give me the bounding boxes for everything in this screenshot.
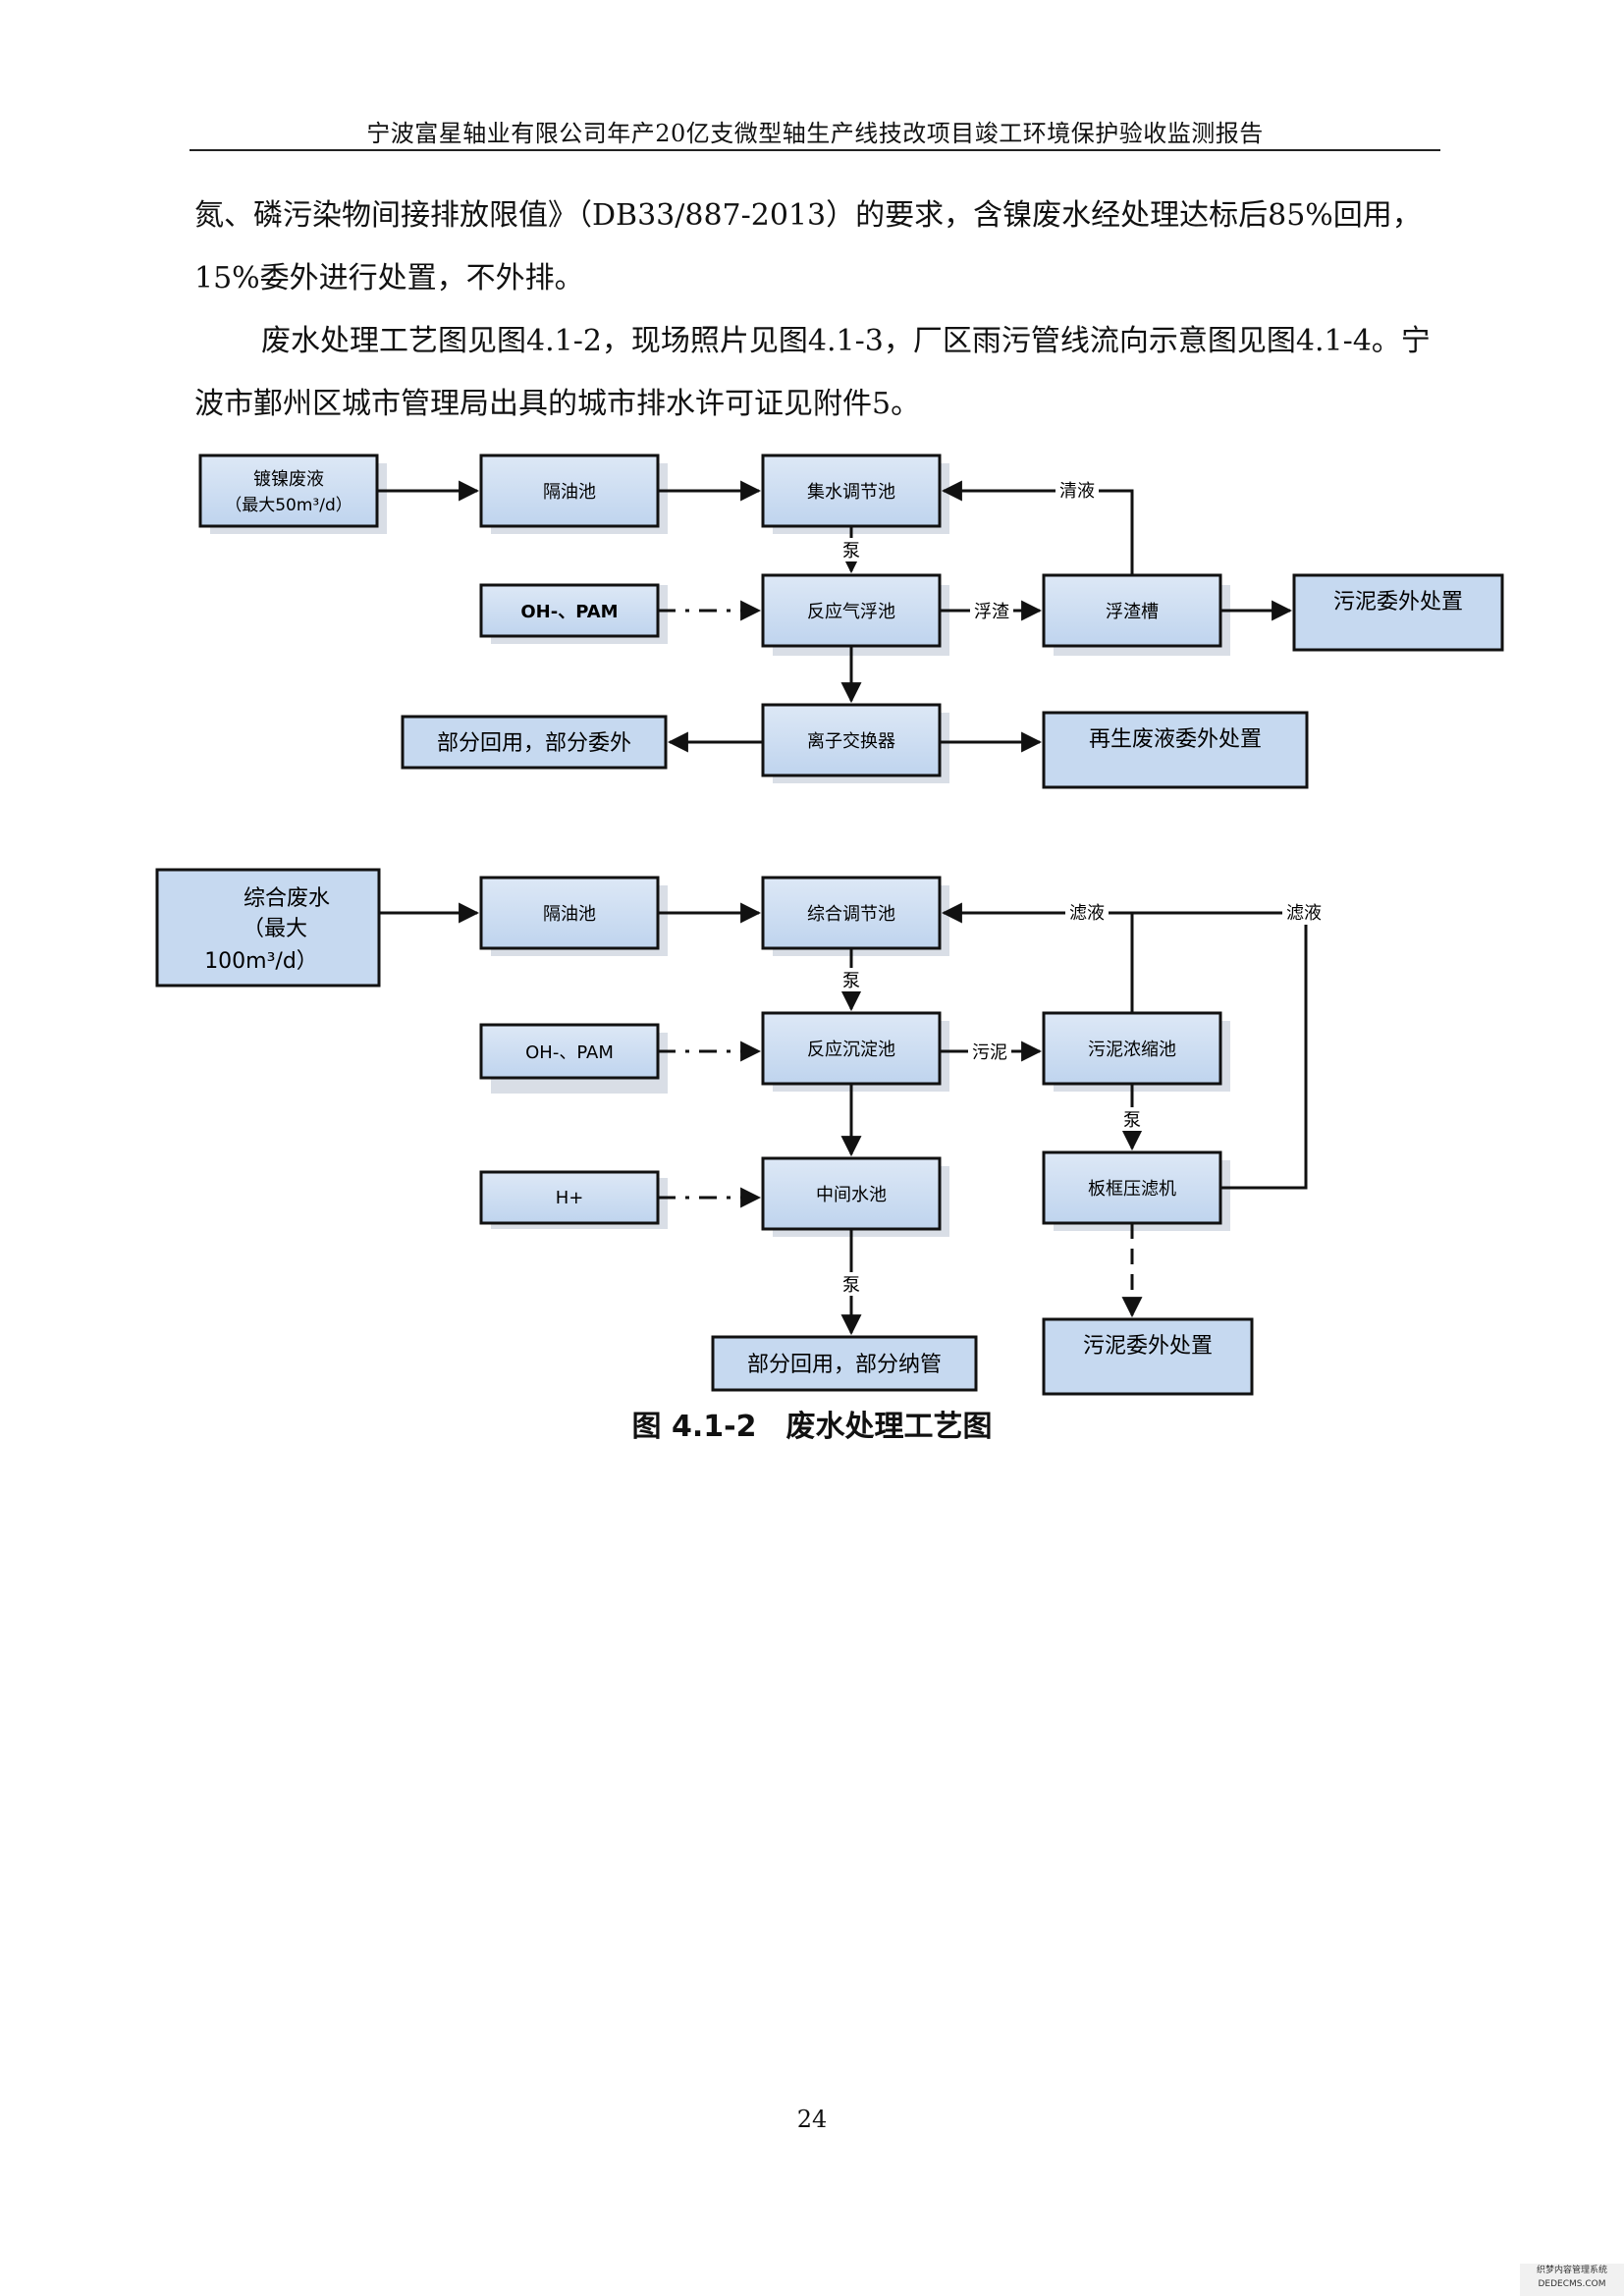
box-reaction-flotation: 反应气浮池 — [761, 573, 942, 648]
svg-text:反应沉淀池: 反应沉淀池 — [807, 1040, 895, 1060]
svg-text:隔油池: 隔油池 — [543, 904, 596, 925]
svg-text:OH-、PAM: OH-、PAM — [520, 602, 618, 622]
svg-text:综合调节池: 综合调节池 — [807, 904, 895, 925]
label-pump-bottom-3: 泵 — [842, 1275, 860, 1296]
box-nickel-source: 镀镍废液 （最大50m³/d） — [198, 454, 379, 528]
box-collection-tank: 集水调节池 — [761, 454, 942, 528]
box-regulating-tank: 综合调节池 — [761, 876, 942, 950]
svg-text:板框压滤机: 板框压滤机 — [1088, 1179, 1176, 1200]
label-pump-top: 泵 — [842, 541, 860, 561]
box-scum-tank: 浮渣槽 — [1042, 573, 1222, 648]
paragraph-2: 废水处理工艺图见图4.1-2，现场照片见图4.1-3，厂区雨污管线流向示意图见图… — [194, 324, 1431, 421]
svg-text:集水调节池: 集水调节池 — [807, 482, 895, 503]
svg-text:污泥委外处置: 污泥委外处置 — [1083, 1334, 1213, 1359]
figure-caption: 图 4.1-2 废水处理工艺图 — [631, 1410, 993, 1444]
svg-text:H+: H+ — [556, 1188, 584, 1208]
top-edge-labels: 清液 泵 浮渣 — [839, 477, 1099, 623]
svg-text:综合废水: 综合废水 — [244, 886, 330, 911]
label-filtrate-b: 滤液 — [1286, 903, 1322, 924]
top-arrows — [377, 480, 1293, 753]
label-scum: 浮渣 — [974, 602, 1009, 622]
label-clear-liquid: 清液 — [1059, 481, 1095, 502]
box-combined-source: 综合废水 （最大 100m³/d） — [155, 868, 381, 988]
svg-text:部分回用，部分纳管: 部分回用，部分纳管 — [747, 1353, 942, 1377]
label-sludge: 污泥 — [972, 1042, 1007, 1063]
svg-text:（最大: （最大 — [243, 917, 307, 941]
svg-text:中间水池: 中间水池 — [816, 1185, 887, 1205]
svg-text:100m³/d）: 100m³/d） — [204, 949, 318, 974]
svg-text:再生废液委外处置: 再生废液委外处置 — [1089, 727, 1262, 752]
box-regen-outsource: 再生废液委外处置 — [1042, 711, 1309, 789]
box-reuse-top: 部分回用，部分委外 — [401, 715, 668, 770]
box-chemicals-bottom: OH-、PAM — [479, 1023, 660, 1080]
report-header: 宁波富星轴业有限公司年产20亿支微型轴生产线技改项目竣工环境保护验收监测报告 — [366, 120, 1264, 147]
label-filtrate-a: 滤液 — [1069, 903, 1105, 924]
box-chemicals-top: OH-、PAM — [479, 583, 660, 638]
box-oil-separator-bottom: 隔油池 — [479, 876, 660, 950]
box-sludge-outsource-bottom: 污泥委外处置 — [1042, 1317, 1254, 1396]
box-reuse-discharge: 部分回用，部分纳管 — [711, 1335, 978, 1392]
page-number: 24 — [796, 2106, 828, 2133]
header-rule — [189, 149, 1440, 151]
box-sludge-thickener: 污泥浓缩池 — [1042, 1011, 1222, 1086]
nickel-source-line2: （最大50m³/d） — [225, 496, 352, 515]
box-filter-press: 板框压滤机 — [1042, 1150, 1222, 1225]
watermark-line2: DEDECMS.COM — [1538, 2279, 1606, 2289]
label-pump-bottom-1: 泵 — [842, 971, 860, 991]
svg-text:浮渣槽: 浮渣槽 — [1106, 602, 1159, 622]
svg-text:污泥浓缩池: 污泥浓缩池 — [1088, 1040, 1176, 1060]
svg-text:离子交换器: 离子交换器 — [807, 731, 895, 752]
nickel-source-line1: 镀镍废液 — [253, 469, 324, 490]
box-sludge-outsource-top: 污泥委外处置 — [1292, 573, 1504, 652]
box-intermediate-tank: 中间水池 — [761, 1156, 942, 1231]
site-watermark: 织梦内容管理系统 DEDECMS.COM — [1520, 2264, 1624, 2296]
paragraph-1: 氮、磷污染物间接排放限值》（DB33/887-2013）的要求，含镍废水经处理达… — [194, 198, 1422, 295]
box-reaction-sedimentation: 反应沉淀池 — [761, 1011, 942, 1086]
svg-text:部分回用，部分委外: 部分回用，部分委外 — [437, 731, 631, 756]
svg-text:隔油池: 隔油池 — [543, 482, 596, 503]
box-acid: H+ — [479, 1170, 660, 1225]
svg-text:污泥委外处置: 污泥委外处置 — [1333, 590, 1463, 614]
svg-text:反应气浮池: 反应气浮池 — [807, 602, 895, 622]
label-pump-bottom-2: 泵 — [1123, 1110, 1141, 1131]
bottom-edge-labels: 滤液 滤液 泵 污泥 泵 泵 — [839, 899, 1326, 1296]
watermark-line1: 织梦内容管理系统 — [1536, 2266, 1607, 2275]
box-oil-separator-top: 隔油池 — [479, 454, 660, 528]
svg-text:OH-、PAM: OH-、PAM — [525, 1042, 614, 1063]
box-ion-exchanger: 离子交换器 — [761, 703, 942, 777]
